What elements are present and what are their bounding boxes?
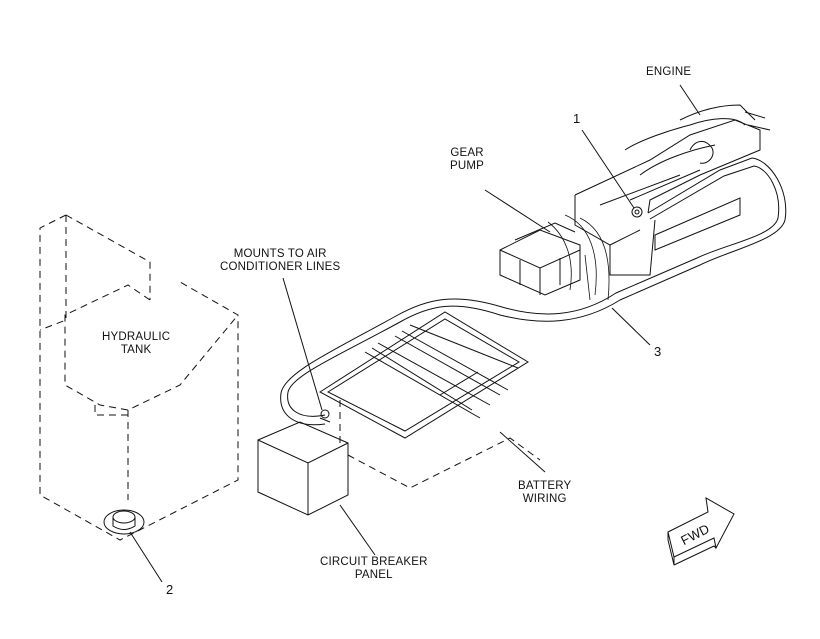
hydraulic-tank-label-line1: HYDRAULIC (102, 331, 171, 343)
circuit-breaker-label-line2: PANEL (354, 569, 393, 581)
gear-pump-label-line1: GEAR (450, 147, 484, 159)
ground-connector (581, 129, 643, 218)
battery-wiring-label-line2: WIRING (522, 493, 567, 505)
callout-2: 2 (166, 582, 174, 597)
hydraulic-tank-label-line2: TANK (120, 344, 152, 356)
mounts-label-line1: MOUNTS TO AIR (233, 248, 327, 260)
gear-pump-label: GEAR PUMP (450, 147, 484, 173)
battery-wiring-label: BATTERY WIRING (518, 480, 571, 506)
batteries (319, 311, 529, 439)
hydraulic-tank (39, 214, 239, 541)
gear-pump (499, 214, 610, 301)
leader-lines (282, 189, 651, 473)
hydraulic-tank-label: HYDRAULIC TANK (102, 331, 170, 357)
forward-arrow-icon (667, 497, 735, 566)
battery-tray (339, 400, 541, 489)
battery-wiring-label-line1: BATTERY (518, 480, 572, 492)
engine (574, 84, 771, 276)
circuit-breaker-label-line1: CIRCUIT BREAKER (320, 556, 428, 568)
callout-1: 1 (573, 111, 581, 126)
circuit-breaker-panel (257, 421, 376, 556)
mounts-label: MOUNTS TO AIR CONDITIONER LINES (220, 248, 340, 274)
drain-plug (103, 509, 163, 583)
mounts-label-line2: CONDITIONER LINES (220, 261, 341, 273)
engine-label: ENGINE (646, 66, 692, 78)
wiring-harness (280, 157, 787, 426)
callout-3: 3 (654, 344, 662, 359)
gear-pump-label-line2: PUMP (450, 160, 485, 172)
circuit-breaker-label: CIRCUIT BREAKER PANEL (320, 556, 428, 582)
